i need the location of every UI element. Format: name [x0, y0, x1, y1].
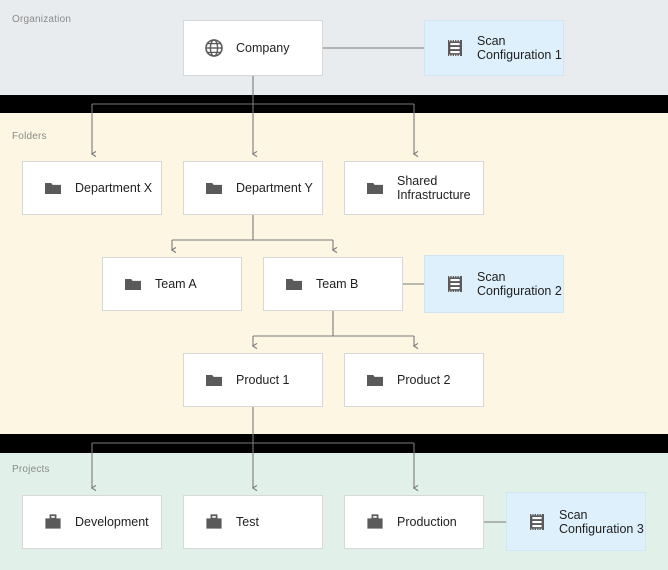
node-label: Department Y	[236, 181, 313, 195]
scan-icon	[448, 276, 462, 292]
band-label-organization: Organization	[12, 14, 72, 25]
node-scan-configuration-2[interactable]: Scan Configuration 2	[424, 255, 564, 313]
node-label: Product 1	[236, 373, 290, 387]
briefcase-icon	[206, 514, 222, 529]
folder-icon	[367, 183, 383, 194]
scan-icon	[448, 40, 462, 56]
node-label: Scan Configuration 1	[477, 34, 562, 62]
node-product-2[interactable]: Product 2	[344, 353, 484, 407]
node-product-1[interactable]: Product 1	[183, 353, 323, 407]
node-development[interactable]: Development	[22, 495, 162, 549]
node-company[interactable]: Company	[183, 20, 323, 76]
node-label: Company	[236, 41, 290, 55]
node-scan-configuration-3[interactable]: Scan Configuration 3	[506, 492, 646, 551]
node-test[interactable]: Test	[183, 495, 323, 549]
node-department-y[interactable]: Department Y	[183, 161, 323, 215]
folder-icon	[45, 183, 61, 194]
node-label: Scan Configuration 3	[559, 507, 644, 536]
node-production[interactable]: Production	[344, 495, 484, 549]
folder-icon	[286, 279, 302, 290]
node-department-x[interactable]: Department X	[22, 161, 162, 215]
node-scan-configuration-1[interactable]: Scan Configuration 1	[424, 20, 564, 76]
globe-icon	[205, 39, 223, 57]
node-label: Team B	[316, 277, 359, 291]
node-label: Development	[75, 515, 149, 529]
node-label: Team A	[155, 277, 197, 291]
folder-icon	[206, 183, 222, 194]
scan-icon	[530, 513, 544, 530]
folder-icon	[125, 279, 141, 290]
node-label: Department X	[75, 181, 153, 195]
node-team-b[interactable]: Team B	[263, 257, 403, 311]
briefcase-icon	[367, 514, 383, 529]
band-label-folders: Folders	[12, 131, 47, 142]
node-label: Product 2	[397, 373, 451, 387]
node-team-a[interactable]: Team A	[102, 257, 242, 311]
briefcase-icon	[45, 514, 61, 529]
node-label: Production	[397, 515, 457, 529]
folder-icon	[367, 375, 383, 386]
node-label: Shared Infrastructure	[397, 174, 471, 202]
node-shared-infrastructure[interactable]: Shared Infrastructure	[344, 161, 484, 215]
band-label-projects: Projects	[12, 464, 50, 475]
folder-icon	[206, 375, 222, 386]
node-label: Test	[236, 515, 259, 529]
node-label: Scan Configuration 2	[477, 270, 562, 298]
